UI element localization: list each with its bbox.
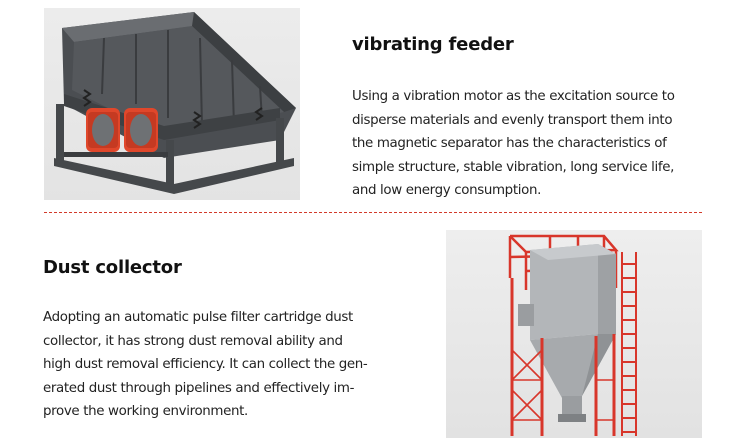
description-line: erated dust through pipelines and effect… [43, 380, 355, 396]
description-line: disperse materials and evenly transport … [352, 112, 673, 128]
vibrating-feeder-title: vibrating feeder [352, 34, 514, 55]
dust-collector-section: Dust collector Adopting an automatic pul… [0, 214, 750, 440]
description-line: and low energy consumption. [352, 183, 541, 198]
dust-collector-image [446, 230, 702, 438]
description-line: the magnetic separator has the character… [352, 136, 667, 151]
vibrating-feeder-image [44, 8, 300, 200]
vibrating-feeder-illustration [54, 12, 296, 194]
dust-collector-description: Adopting an automatic pulse filter cartr… [43, 306, 403, 424]
vibrating-feeder-description: Using a vibration motor as the excitatio… [352, 85, 712, 203]
section-divider [44, 212, 702, 213]
vibrating-feeder-section: vibrating feeder Using a vibration motor… [0, 0, 750, 212]
dust-collector-illustration [508, 234, 637, 436]
description-line: high dust removal efficiency. It can col… [43, 357, 368, 372]
description-line: prove the working environment. [43, 404, 248, 419]
description-line: Using a vibration motor as the excitatio… [352, 89, 675, 104]
description-line: simple structure, stable vibration, long… [352, 159, 675, 175]
description-line: Adopting an automatic pulse filter cartr… [43, 310, 353, 325]
description-line: collector, it has strong dust removal ab… [43, 333, 343, 349]
dust-collector-title: Dust collector [43, 257, 182, 278]
